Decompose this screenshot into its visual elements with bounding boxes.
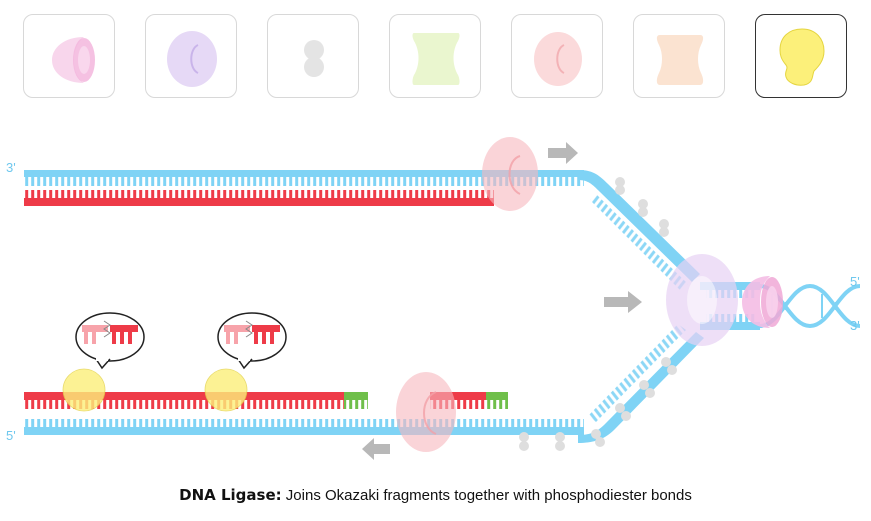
replication-fork-diagram: 3' 5' 5' 3' — [6, 137, 861, 460]
ssb-protein-icon — [304, 40, 324, 77]
dna-polymerase-leading — [482, 137, 538, 211]
helicase-icon — [167, 31, 217, 87]
enzyme-caption: DNA Ligase: Joins Okazaki fragments toge… — [0, 486, 871, 504]
label-right-bottom: 3' — [850, 318, 860, 333]
label-right-top: 5' — [850, 274, 860, 289]
ssb-proteins-bottom — [519, 357, 677, 451]
tool-dna-ligase[interactable] — [755, 14, 847, 98]
caption-description: Joins Okazaki fragments together with ph… — [285, 487, 692, 504]
nick-zoom-bubble-1 — [75, 312, 145, 370]
direction-arrow-top — [548, 142, 578, 164]
leading-strand-new — [24, 190, 494, 206]
helicase — [666, 254, 738, 346]
enzyme-toolbar — [0, 0, 871, 110]
tool-dna-polymerase[interactable] — [511, 14, 603, 98]
direction-arrow-bottom — [362, 438, 390, 460]
caption-term: DNA Ligase: — [179, 486, 282, 504]
dna-ligase-1 — [62, 368, 106, 412]
tool-topoisomerase[interactable] — [389, 14, 481, 98]
dna-polymerase-icon — [534, 32, 582, 86]
tool-sliding-clamp[interactable] — [23, 14, 115, 98]
sliding-clamp-icon — [52, 37, 95, 83]
tool-primase[interactable] — [633, 14, 725, 98]
dna-ligase-2 — [204, 368, 248, 412]
dna-ligase-icon — [779, 28, 825, 86]
leading-strand-parent — [24, 170, 700, 290]
primase-icon — [656, 35, 704, 85]
tool-ssb-protein[interactable] — [267, 14, 359, 98]
direction-arrow-fork — [604, 291, 642, 313]
lagging-strand-parent — [24, 324, 704, 443]
dna-polymerase-lagging — [396, 372, 456, 452]
nick-zoom-bubble-2 — [217, 312, 287, 370]
label-top-left: 3' — [6, 160, 16, 175]
ssb-proteins-top — [615, 177, 669, 237]
okazaki-fragments — [24, 392, 508, 409]
topoisomerase-icon — [412, 33, 460, 85]
label-bottom-left: 5' — [6, 428, 16, 443]
sliding-clamp — [742, 276, 783, 328]
tool-helicase[interactable] — [145, 14, 237, 98]
